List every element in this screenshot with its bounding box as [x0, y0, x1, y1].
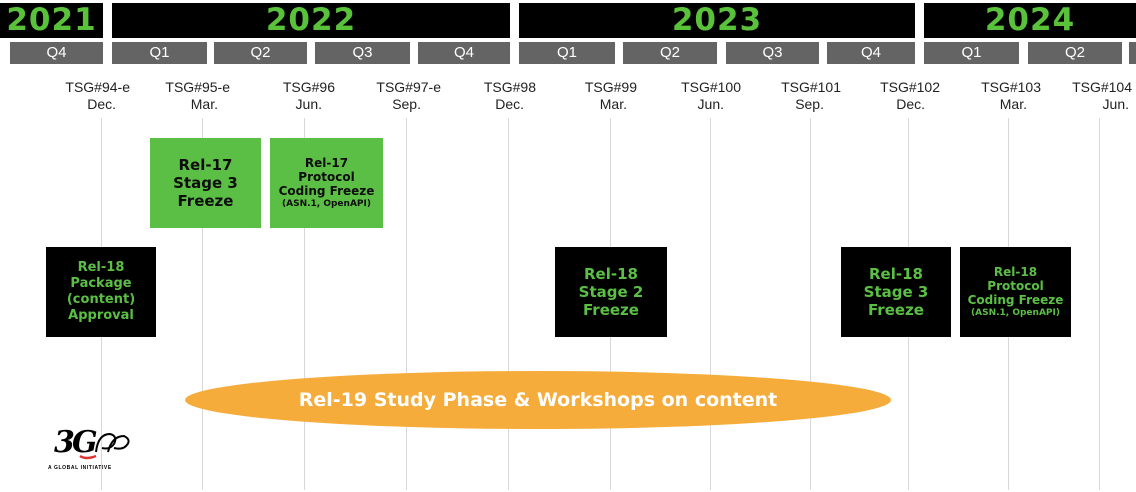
- quarter-2022-q3: Q3: [315, 42, 410, 64]
- quarter-2021-q4: Q4: [10, 42, 103, 64]
- quarter-2023-q1: Q1: [519, 42, 615, 64]
- svg-text:G: G: [72, 425, 98, 460]
- rel18-protocol-freeze-box: Rel-18 Protocol Coding Freeze (ASN.1, Op…: [960, 247, 1071, 337]
- timeline-guide-dec-2022: [508, 118, 509, 490]
- meeting-month: Jun.: [697, 96, 724, 112]
- meeting-tsg95e: TSG#95-e Mar.: [150, 79, 230, 113]
- meeting-tsg98: TSG#98 Dec.: [456, 79, 536, 113]
- meeting-month: Jun.: [295, 96, 322, 112]
- quarter-2022-q4: Q4: [418, 42, 510, 64]
- quarter-2024-q2: Q2: [1028, 42, 1122, 64]
- meeting-month: Mar.: [999, 96, 1027, 112]
- year-2021: 2021: [0, 3, 103, 38]
- timeline-guide-mar-2022: [202, 118, 203, 490]
- svg-text:3: 3: [54, 425, 75, 460]
- meeting-name: TSG#98: [483, 79, 536, 95]
- meeting-month: Sep.: [795, 96, 824, 112]
- quarter-2023-q4: Q4: [827, 42, 915, 64]
- rel17-protocol-freeze-box: Rel-17 Protocol Coding Freeze (ASN.1, Op…: [270, 138, 383, 228]
- rel19-study-phase-label: Rel-19 Study Phase & Workshops on conten…: [298, 389, 778, 411]
- timeline-guide-sep-2022: [406, 118, 407, 490]
- rel17-protocol-freeze-title: Rel-17 Protocol Coding Freeze: [278, 156, 375, 198]
- rel18-package-approval-box: Rel-18 Package (content) Approval: [46, 247, 156, 337]
- meeting-month: Mar.: [190, 96, 218, 112]
- year-2022: 2022: [112, 3, 510, 38]
- rel18-stage3-freeze-box: Rel-18 Stage 3 Freeze: [841, 247, 951, 337]
- meeting-tsg99: TSG#99 Mar.: [557, 79, 637, 113]
- timeline-guide-jun-2023: [710, 118, 711, 490]
- year-2023: 2023: [519, 3, 915, 38]
- meeting-name: TSG#100: [681, 79, 741, 95]
- meeting-name: TSG#99: [584, 79, 637, 95]
- 3gpp-logo-tagline: A GLOBAL INITIATIVE: [48, 465, 112, 471]
- timeline-guide-jun-2022: [304, 118, 305, 490]
- quarter-2023-q2: Q2: [623, 42, 717, 64]
- meeting-name: TSG#94-e: [65, 79, 130, 95]
- meeting-month: Sep.: [392, 96, 421, 112]
- rel18-stage2-freeze-box: Rel-18 Stage 2 Freeze: [555, 247, 667, 337]
- meeting-tsg103: TSG#103 Mar.: [961, 79, 1041, 113]
- meeting-month: Dec.: [495, 96, 524, 112]
- meeting-name: TSG#97-e: [376, 79, 441, 95]
- year-2024: 2024: [924, 3, 1136, 38]
- quarter-2022-q1: Q1: [112, 42, 207, 64]
- timeline-guide-sep-2023: [810, 118, 811, 490]
- quarter-2024-q1: Q1: [924, 42, 1019, 64]
- rel19-study-phase-ellipse: Rel-19 Study Phase & Workshops on conten…: [185, 371, 891, 429]
- meeting-tsg100: TSG#100 Jun.: [661, 79, 741, 113]
- rel17-stage3-freeze-box: Rel-17 Stage 3 Freeze: [150, 138, 261, 228]
- meeting-tsg96: TSG#96 Jun.: [255, 79, 335, 113]
- timeline-guide-jun-2024: [1099, 118, 1100, 490]
- meeting-month: Dec.: [87, 96, 116, 112]
- meeting-name: TSG#101: [781, 79, 841, 95]
- meeting-tsg104: TSG#104 Jun.: [1052, 79, 1132, 113]
- rel18-protocol-freeze-note: (ASN.1, OpenAPI): [971, 308, 1060, 318]
- meeting-month: Mar.: [599, 96, 627, 112]
- meeting-name: TSG#103: [981, 79, 1041, 95]
- meeting-name: TSG#95-e: [165, 79, 230, 95]
- rel18-protocol-freeze-title: Rel-18 Protocol Coding Freeze: [967, 265, 1064, 307]
- meeting-tsg102: TSG#102 Dec.: [860, 79, 940, 113]
- meeting-name: TSG#104: [1072, 79, 1132, 95]
- meeting-name: TSG#96: [282, 79, 335, 95]
- quarter-2024-q3-partial: [1129, 42, 1136, 64]
- meeting-name: TSG#102: [880, 79, 940, 95]
- meeting-tsg94e: TSG#94-e Dec.: [50, 79, 130, 113]
- rel17-protocol-freeze-note: (ASN.1, OpenAPI): [282, 199, 371, 209]
- meeting-tsg97e: TSG#97-e Sep.: [361, 79, 441, 113]
- meeting-month: Jun.: [1102, 96, 1129, 112]
- meeting-month: Dec.: [896, 96, 925, 112]
- quarter-2023-q3: Q3: [726, 42, 819, 64]
- 3gpp-logo: 3 G: [54, 425, 130, 460]
- quarter-2022-q2: Q2: [214, 42, 307, 64]
- meeting-tsg101: TSG#101 Sep.: [761, 79, 841, 113]
